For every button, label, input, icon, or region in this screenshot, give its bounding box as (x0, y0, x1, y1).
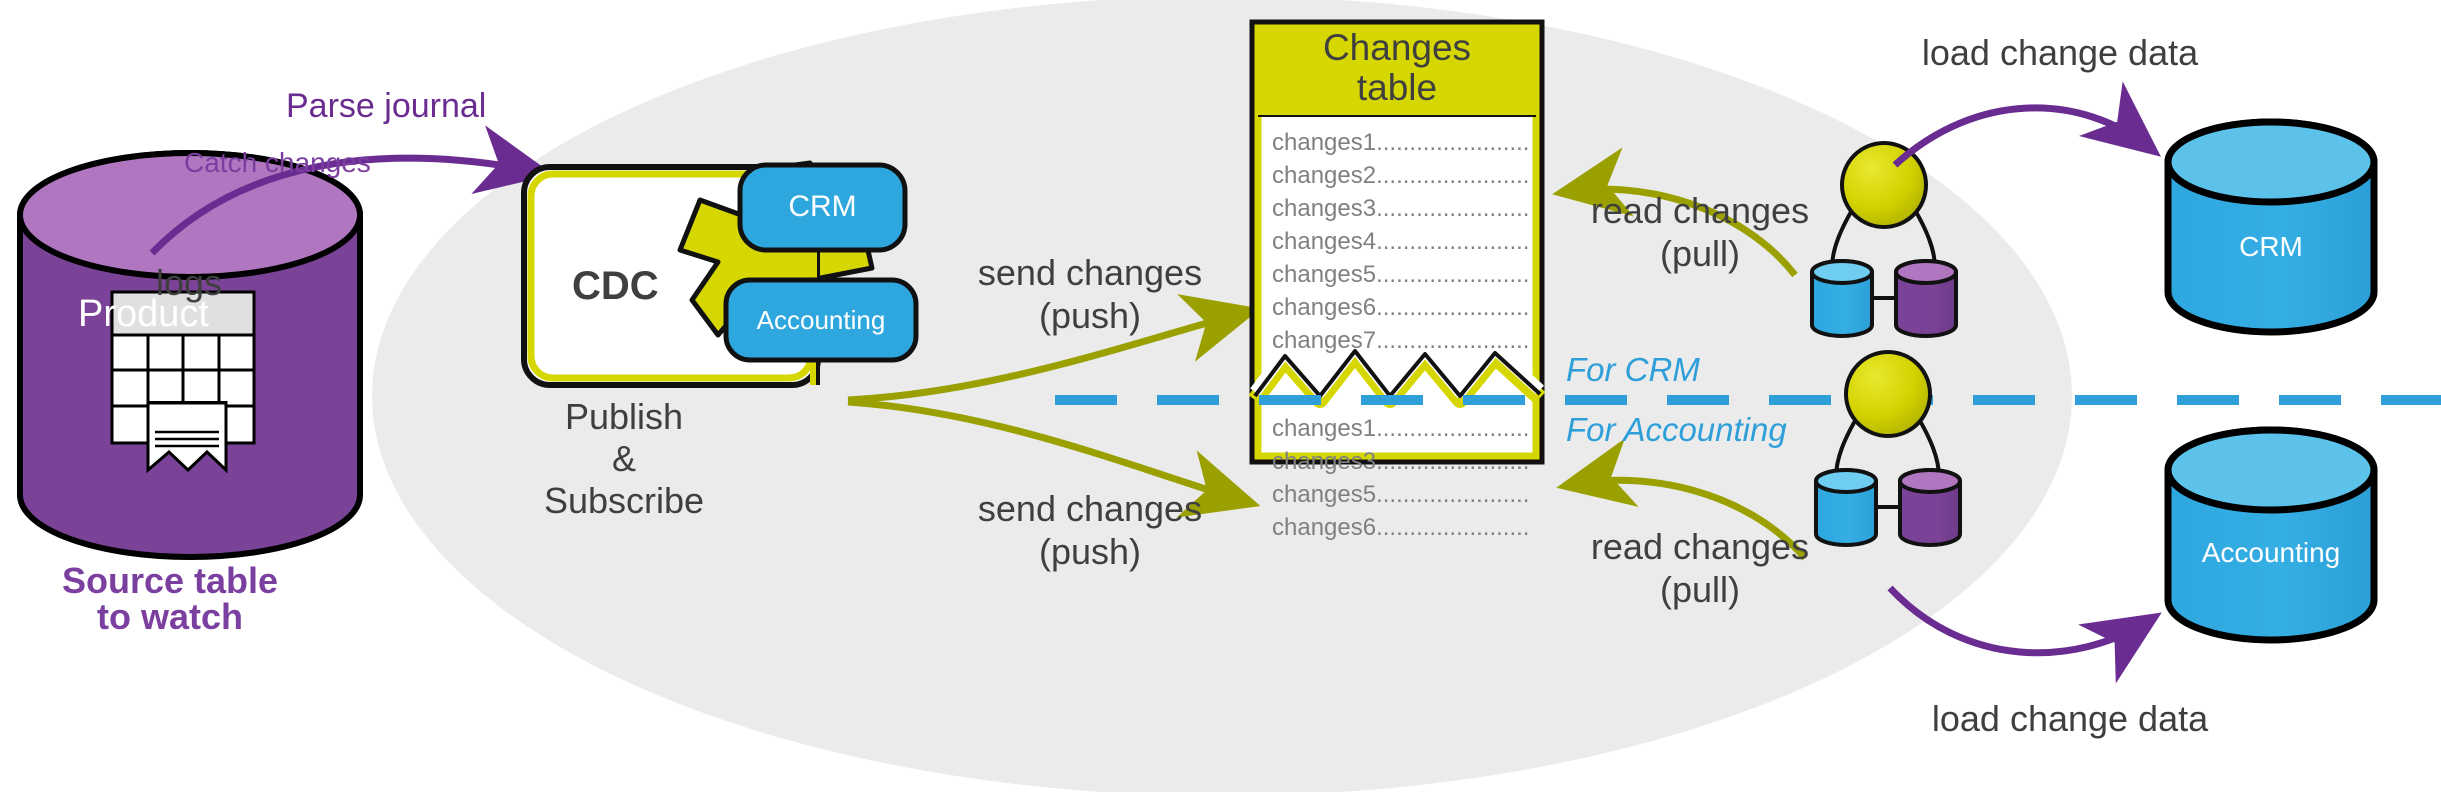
send-changes-push-bottom-line1: send changes (977, 488, 1203, 529)
change-row: changes1....................... (1272, 129, 1528, 156)
change-row: changes1....................... (1272, 415, 1528, 442)
for-accounting-label: For Accounting (1566, 411, 1787, 448)
load-change-data-arrow-top (1892, 81, 2161, 168)
change-row: changes5....................... (1272, 481, 1528, 508)
read-changes-pull-arrow-top (1552, 147, 1798, 278)
accounting-target-label: Accounting (2201, 537, 2341, 568)
source-caption-line2: to watch (96, 596, 243, 637)
change-row: changes4....................... (1272, 228, 1528, 255)
read-changes-pull-bottom-line1: read changes (1590, 526, 1810, 567)
change-row: changes3....................... (1272, 195, 1528, 222)
subscriber-icon-top (1810, 141, 1958, 338)
load-change-data-bottom-label: load change data (1931, 698, 2209, 739)
crm-pill-shape (737, 162, 908, 253)
parse-journal-arrow (149, 125, 554, 256)
change-row: changes2....................... (1272, 162, 1528, 189)
accounting-cylinder-shape (2164, 426, 2378, 644)
read-changes-pull-arrow-bottom (1556, 438, 1808, 561)
logs-document-icon (146, 401, 228, 474)
change-row: changes3....................... (1272, 448, 1528, 475)
changes-table-header-line1: Changes (1322, 27, 1472, 68)
send-changes-push-bottom-line2: (push) (1038, 531, 1142, 572)
change-row: changes6....................... (1272, 514, 1528, 541)
send-changes-push-arrow-top (847, 294, 1261, 404)
crm-target-label: CRM (2239, 231, 2303, 262)
subscriber-icon-bottom (1814, 350, 1962, 547)
crm-pill-label[interactable]: CRM (788, 190, 857, 223)
accounting-pill-shape (723, 277, 919, 363)
catch-changes-label: Catch changes (184, 147, 371, 178)
cdc-subtitle-line2: & (611, 438, 636, 479)
cdc-title: CDC (572, 264, 659, 308)
read-changes-pull-bottom-line2: (pull) (1659, 569, 1740, 610)
load-change-data-top-label: load change data (1921, 32, 2199, 73)
cdc-subtitle-line3: Subscribe (543, 480, 705, 521)
changes-table-top-rows: changes1....................... changes2.… (1272, 126, 1528, 357)
changes-table-shape (1248, 19, 1546, 465)
logs-label: logs (156, 262, 223, 303)
product-cylinder-label: Product (78, 293, 209, 335)
change-row: changes7....................... (1272, 327, 1528, 354)
for-crm-label: For CRM (1566, 351, 1700, 388)
load-change-data-arrow-bottom (1887, 585, 2162, 684)
source-caption-line1: Source table (61, 560, 279, 601)
changes-table-header-line2: table (1356, 67, 1438, 108)
change-row: changes5....................... (1272, 261, 1528, 288)
send-changes-push-top-line2: (push) (1038, 295, 1142, 336)
crm-cylinder-shape (2164, 118, 2378, 336)
parse-journal-label: Parse journal (286, 87, 487, 125)
accounting-pill-label[interactable]: Accounting (756, 305, 886, 335)
send-changes-push-top-line1: send changes (977, 252, 1203, 293)
send-changes-push-arrow-bottom (847, 398, 1261, 518)
read-changes-pull-top-line2: (pull) (1659, 233, 1740, 274)
changes-table-bottom-rows: changes1....................... changes3.… (1272, 412, 1528, 544)
change-row: changes6....................... (1272, 294, 1528, 321)
read-changes-pull-top-line1: read changes (1590, 190, 1810, 231)
cdc-subtitle-line1: Publish (564, 396, 684, 437)
